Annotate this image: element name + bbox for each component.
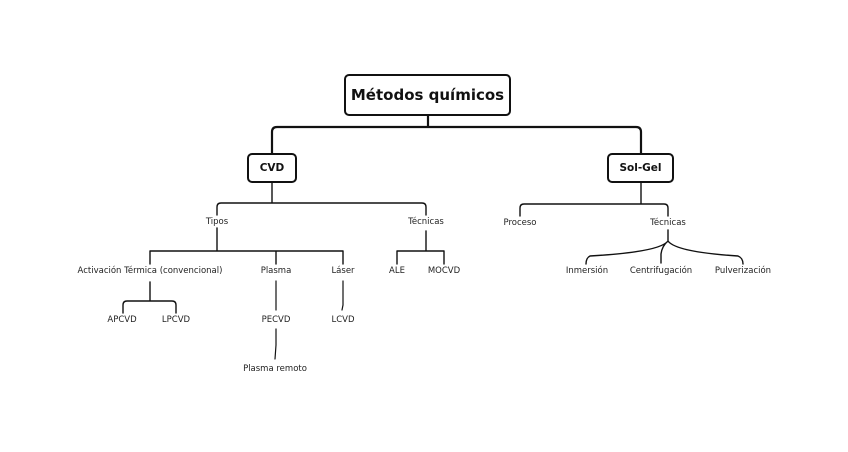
- node-lcvd[interactable]: LCVD: [331, 315, 355, 325]
- link-laser: [341, 280, 344, 311]
- link-tecnicas-solgel: [585, 229, 744, 265]
- node-proceso[interactable]: Proceso: [503, 218, 537, 228]
- link-root: [270, 114, 643, 155]
- link-activacion: [122, 281, 177, 314]
- node-inmersion[interactable]: Inmersión: [565, 266, 609, 276]
- node-lpcvd[interactable]: LPCVD: [161, 315, 191, 325]
- node-pecvd[interactable]: PECVD: [261, 315, 291, 325]
- link-tecnicas-cvd: [396, 230, 445, 265]
- node-sol-gel[interactable]: Sol-Gel: [607, 153, 674, 183]
- node-label: Métodos químicos: [350, 86, 505, 104]
- node-metodos-quimicos[interactable]: Métodos químicos: [344, 74, 511, 116]
- link-solgel: [519, 182, 669, 217]
- node-laser[interactable]: Láser: [331, 266, 355, 276]
- link-cvd: [216, 182, 427, 216]
- node-tecnicas-cvd[interactable]: Técnicas: [408, 217, 444, 227]
- node-plasma[interactable]: Plasma: [260, 266, 292, 276]
- node-cvd[interactable]: CVD: [247, 153, 297, 183]
- node-plasma-remoto[interactable]: Plasma remoto: [243, 364, 307, 374]
- link-tipos: [149, 227, 344, 265]
- node-centrifugacion[interactable]: Centrifugación: [629, 266, 693, 276]
- node-tecnicas-solgel[interactable]: Técnicas: [650, 218, 686, 228]
- node-ale[interactable]: ALE: [389, 266, 405, 276]
- node-tipos[interactable]: Tipos: [205, 217, 229, 227]
- node-pulverizacion[interactable]: Pulverización: [714, 266, 772, 276]
- link-pecvd: [274, 328, 277, 360]
- node-mocvd[interactable]: MOCVD: [427, 266, 461, 276]
- node-apcvd[interactable]: APCVD: [107, 315, 137, 325]
- node-label: CVD: [259, 162, 285, 174]
- node-activacion-termica[interactable]: Activación Térmica (convencional): [77, 266, 223, 276]
- node-label: Sol-Gel: [619, 162, 662, 174]
